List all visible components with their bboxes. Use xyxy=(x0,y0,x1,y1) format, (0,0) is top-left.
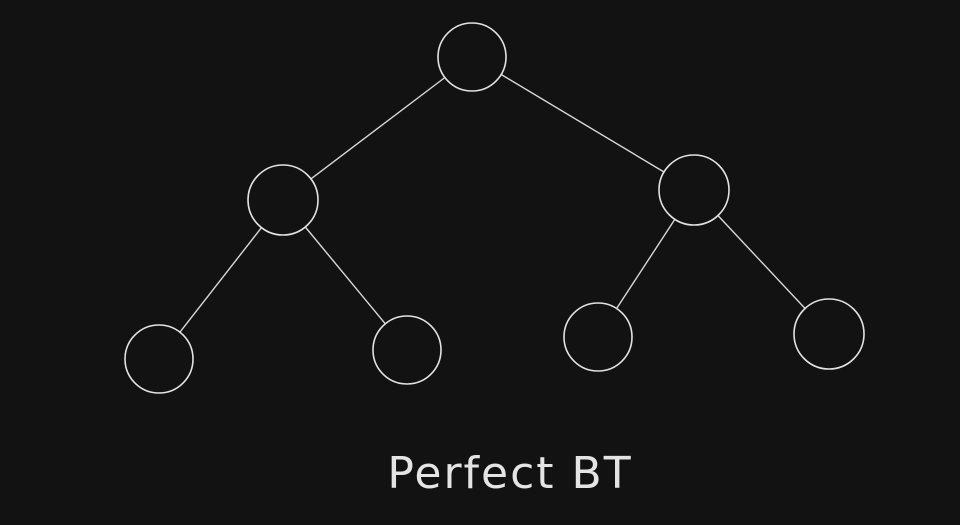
edge-root-to-left xyxy=(310,76,446,180)
tree-node-right xyxy=(658,154,730,226)
nodes-layer xyxy=(124,22,865,394)
tree-node-left-left xyxy=(124,324,194,394)
tree-node-root xyxy=(437,22,507,92)
tree-node-right-left xyxy=(563,302,633,372)
edge-root-to-right xyxy=(500,73,665,173)
edge-right-to-right-left xyxy=(615,218,676,310)
edge-left-to-left-right xyxy=(304,226,386,325)
tree-node-left xyxy=(247,164,319,236)
tree-node-left-right xyxy=(372,315,442,385)
edges-layer xyxy=(179,73,806,333)
diagram-caption: Perfect BT xyxy=(387,448,632,499)
edge-left-to-left-left xyxy=(179,226,263,333)
edge-right-to-right-right xyxy=(717,214,806,310)
tree-node-right-right xyxy=(793,298,865,370)
